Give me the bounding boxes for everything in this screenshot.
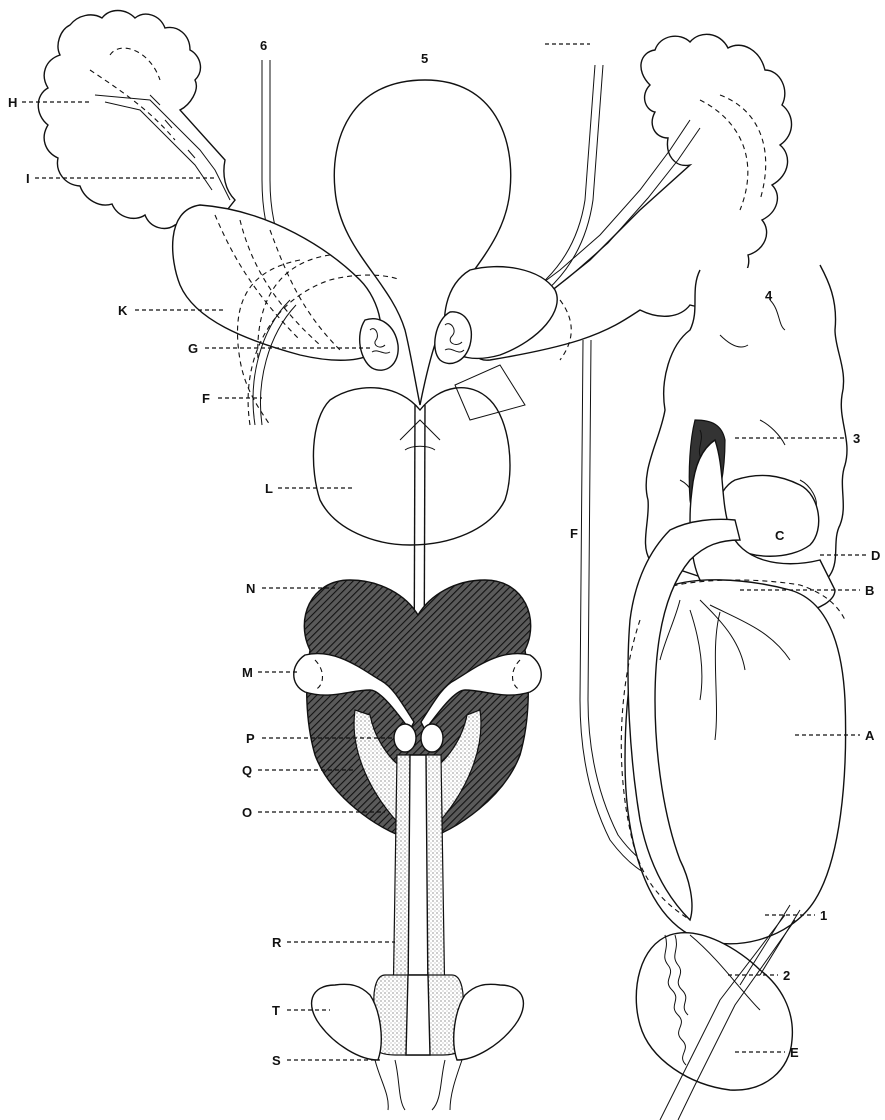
label-I: I	[26, 171, 30, 186]
label-L: L	[265, 481, 273, 496]
label-F-left: F	[202, 391, 210, 406]
organ-L	[313, 388, 510, 545]
label-M: M	[242, 665, 253, 680]
label-5: 5	[421, 51, 428, 66]
label-N: N	[246, 581, 255, 596]
label-4: 4	[765, 288, 773, 303]
label-F-mid: F	[570, 526, 578, 541]
label-E: E	[790, 1045, 799, 1060]
label-P: P	[246, 731, 255, 746]
label-Q: Q	[242, 763, 252, 778]
label-2: 2	[783, 968, 790, 983]
gland-G-left	[360, 319, 399, 371]
label-C: C	[775, 528, 785, 543]
label-K: K	[118, 303, 128, 318]
label-1: 1	[820, 908, 827, 923]
label-D: D	[871, 548, 880, 563]
label-O: O	[242, 805, 252, 820]
label-T: T	[272, 1003, 280, 1018]
label-B: B	[865, 583, 874, 598]
label-S: S	[272, 1053, 281, 1068]
label-R: R	[272, 935, 282, 950]
label-G: G	[188, 341, 198, 356]
label-A: A	[865, 728, 875, 743]
label-3: 3	[853, 431, 860, 446]
label-6: 6	[260, 38, 267, 53]
label-H: H	[8, 95, 17, 110]
